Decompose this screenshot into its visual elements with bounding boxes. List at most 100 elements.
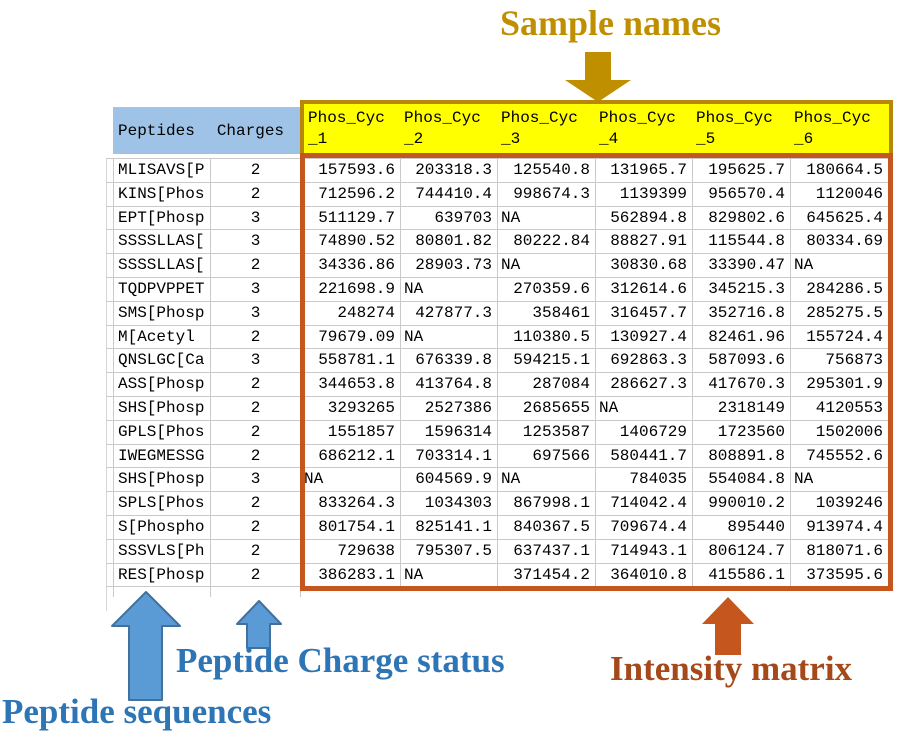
intensity-cell[interactable]: 74890.52 (301, 230, 401, 255)
sample-column-header[interactable]: Phos_Cyc_4 (595, 104, 692, 153)
intensity-cell[interactable]: 287084 (498, 373, 596, 397)
intensity-cell[interactable]: 587093.6 (693, 349, 791, 374)
charge-cell[interactable]: 2 (211, 159, 301, 183)
intensity-cell[interactable]: 371454.2 (498, 563, 596, 588)
intensity-cell[interactable]: 744410.4 (401, 182, 498, 207)
intensity-cell[interactable]: 645625.4 (791, 206, 889, 231)
left-column-headers[interactable]: Peptides Charges (113, 107, 300, 154)
charge-cell[interactable]: 2 (211, 254, 301, 278)
intensity-cell[interactable]: 697566 (498, 444, 596, 469)
intensity-cell[interactable]: 3293265 (301, 396, 401, 421)
intensity-cell[interactable]: 1139399 (596, 182, 693, 207)
intensity-cell[interactable]: 840367.5 (498, 515, 596, 540)
intensity-cell[interactable]: 801754.1 (301, 515, 401, 540)
intensity-cell[interactable]: 427877.3 (401, 301, 498, 326)
peptide-cell[interactable]: SMS[Phosp (114, 301, 211, 326)
sample-column-header[interactable]: Phos_Cyc_2 (400, 104, 497, 153)
charge-cell[interactable]: 2 (211, 444, 301, 469)
intensity-cell[interactable]: 676339.8 (401, 349, 498, 374)
intensity-cell[interactable]: 79679.09 (301, 325, 401, 350)
intensity-cell[interactable]: 562894.8 (596, 206, 693, 231)
intensity-cell[interactable]: 130927.4 (596, 325, 693, 350)
intensity-cell[interactable]: 1723560 (693, 420, 791, 445)
intensity-cell[interactable]: 714042.4 (596, 492, 693, 516)
intensity-cell[interactable]: 784035 (596, 468, 693, 493)
intensity-cell[interactable]: 203318.3 (401, 159, 498, 183)
peptide-cell[interactable]: KINS[Phos (114, 182, 211, 207)
intensity-cell[interactable]: NA (791, 468, 889, 493)
intensity-cell[interactable]: 284286.5 (791, 277, 889, 302)
peptide-cell[interactable]: S[Phospho (114, 515, 211, 540)
intensity-cell[interactable]: 413764.8 (401, 373, 498, 397)
peptide-cell[interactable]: SSSSLLAS[ (114, 254, 211, 278)
intensity-cell[interactable]: 2685655 (498, 396, 596, 421)
intensity-cell[interactable]: 1120046 (791, 182, 889, 207)
intensity-cell[interactable]: 4120553 (791, 396, 889, 421)
intensity-cell[interactable]: NA (791, 254, 889, 278)
intensity-cell[interactable]: NA (498, 206, 596, 231)
peptide-cell[interactable]: RES[Phosp (114, 563, 211, 588)
intensity-cell[interactable]: 34336.86 (301, 254, 401, 278)
sample-column-header[interactable]: Phos_Cyc_6 (790, 104, 889, 153)
intensity-cell[interactable]: 80334.69 (791, 230, 889, 255)
sample-column-header[interactable]: Phos_Cyc_5 (692, 104, 790, 153)
intensity-cell[interactable]: 639703 (401, 206, 498, 231)
intensity-cell[interactable]: 1034303 (401, 492, 498, 516)
intensity-cell[interactable]: 1406729 (596, 420, 693, 445)
intensity-cell[interactable]: 373595.6 (791, 563, 889, 588)
peptide-cell[interactable]: SHS[Phosp (114, 396, 211, 421)
intensity-cell[interactable]: 115544.8 (693, 230, 791, 255)
intensity-cell[interactable]: 594215.1 (498, 349, 596, 374)
intensity-cell[interactable]: 808891.8 (693, 444, 791, 469)
peptides-column-header[interactable]: Peptides (118, 122, 195, 140)
intensity-cell[interactable]: NA (596, 396, 693, 421)
charge-cell[interactable]: 3 (211, 230, 301, 255)
peptide-cell[interactable]: EPT[Phosp (114, 206, 211, 231)
intensity-cell[interactable]: 818071.6 (791, 539, 889, 564)
intensity-cell[interactable]: 867998.1 (498, 492, 596, 516)
peptide-cell[interactable]: GPLS[Phos (114, 420, 211, 445)
intensity-cell[interactable]: 180664.5 (791, 159, 889, 183)
peptide-cell[interactable]: TQDPVPPET (114, 277, 211, 302)
intensity-cell[interactable]: 417670.3 (693, 373, 791, 397)
intensity-cell[interactable]: 344653.8 (301, 373, 401, 397)
intensity-cell[interactable]: 316457.7 (596, 301, 693, 326)
intensity-cell[interactable]: 745552.6 (791, 444, 889, 469)
intensity-cell[interactable]: 990010.2 (693, 492, 791, 516)
peptide-cell[interactable]: QNSLGC[Ca (114, 349, 211, 374)
intensity-cell[interactable]: 756873 (791, 349, 889, 374)
intensity-cell[interactable]: 270359.6 (498, 277, 596, 302)
intensity-cell[interactable]: 285275.5 (791, 301, 889, 326)
intensity-cell[interactable]: 80801.82 (401, 230, 498, 255)
peptide-cell[interactable]: IWEGMESSG (114, 444, 211, 469)
charge-cell[interactable]: 3 (211, 206, 301, 231)
sample-column-header[interactable]: Phos_Cyc_1 (304, 104, 400, 153)
intensity-cell[interactable]: 998674.3 (498, 182, 596, 207)
peptide-cell[interactable]: ASS[Phosp (114, 373, 211, 397)
intensity-cell[interactable]: 221698.9 (301, 277, 401, 302)
intensity-cell[interactable]: 795307.5 (401, 539, 498, 564)
intensity-cell[interactable]: 345215.3 (693, 277, 791, 302)
intensity-cell[interactable]: 604569.9 (401, 468, 498, 493)
intensity-cell[interactable]: 714943.1 (596, 539, 693, 564)
charge-cell[interactable]: 2 (211, 563, 301, 588)
intensity-cell[interactable]: 1039246 (791, 492, 889, 516)
charge-cell[interactable]: 2 (211, 396, 301, 421)
intensity-cell[interactable]: 286627.3 (596, 373, 693, 397)
intensity-cell[interactable]: NA (401, 277, 498, 302)
charge-cell[interactable]: 3 (211, 468, 301, 493)
intensity-cell[interactable]: 1253587 (498, 420, 596, 445)
intensity-cell[interactable]: 125540.8 (498, 159, 596, 183)
charge-cell[interactable]: 2 (211, 492, 301, 516)
intensity-cell[interactable]: 558781.1 (301, 349, 401, 374)
intensity-cell[interactable]: 580441.7 (596, 444, 693, 469)
peptide-cell[interactable]: SSSSLLAS[ (114, 230, 211, 255)
peptide-cell[interactable]: SSSVLS[Ph (114, 539, 211, 564)
intensity-cell[interactable]: 195625.7 (693, 159, 791, 183)
intensity-cell[interactable]: 825141.1 (401, 515, 498, 540)
intensity-cell[interactable]: 2318149 (693, 396, 791, 421)
charge-cell[interactable]: 2 (211, 515, 301, 540)
intensity-cell[interactable]: 88827.91 (596, 230, 693, 255)
intensity-cell[interactable]: 554084.8 (693, 468, 791, 493)
